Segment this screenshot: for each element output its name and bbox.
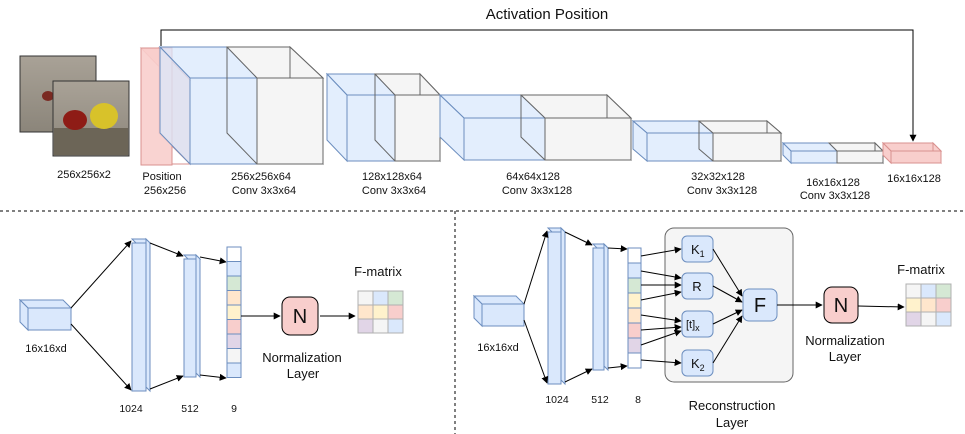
br-input-label: 16x16xd xyxy=(477,342,519,354)
bl-fc-1024 xyxy=(130,237,152,393)
activation-output xyxy=(881,141,943,165)
br-fc2-label: 512 xyxy=(591,394,609,406)
apple-icon xyxy=(42,91,54,101)
red-apple-icon xyxy=(63,110,87,130)
k1-label: K1 xyxy=(691,242,705,259)
block5-conv-label: Conv 3x3x128 xyxy=(800,190,870,202)
br-arrows xyxy=(523,230,905,384)
table-surface xyxy=(54,128,128,155)
br-fc1-label: 1024 xyxy=(545,394,569,406)
output-size-label: 16x16x128 xyxy=(887,173,941,185)
input-images xyxy=(19,55,130,157)
f-symbol: F xyxy=(754,295,766,317)
bl-norm-symbol: N xyxy=(293,306,307,328)
block2-size-label: 128x128x64 xyxy=(362,171,422,183)
block3-conv-label: Conv 3x3x128 xyxy=(502,185,572,197)
block5-size-label: 16x16x128 xyxy=(806,177,860,189)
bl-input-label: 16x16xd xyxy=(25,343,67,355)
br-fc-8 xyxy=(627,247,642,369)
activation-position-label: Activation Position xyxy=(486,6,609,23)
conv-block-4 xyxy=(631,119,783,163)
br-fmatrix xyxy=(905,283,952,327)
bl-fc1-label: 1024 xyxy=(119,403,143,415)
br-input-block xyxy=(472,294,526,328)
br-fc-512 xyxy=(591,242,610,372)
block2-conv-label: Conv 3x3x64 xyxy=(362,185,426,197)
bl-norm-layer-label: Layer xyxy=(287,366,320,381)
conv-block-2 xyxy=(325,72,442,163)
bl-normalization-node xyxy=(281,296,319,336)
position-label: Position xyxy=(142,171,181,183)
bl-arrows xyxy=(70,240,356,391)
block3-size-label: 64x64x128 xyxy=(506,171,560,183)
bl-input-block xyxy=(18,298,73,332)
br-fc3-label: 8 xyxy=(635,394,641,406)
bl-fc3-label: 9 xyxy=(231,403,237,415)
br-normalization-node xyxy=(823,286,859,324)
conv-block-1 xyxy=(158,45,325,166)
bl-fmatrix xyxy=(357,290,404,334)
bl-fmatrix-label: F-matrix xyxy=(354,264,402,279)
activation-position-arrow xyxy=(160,29,917,142)
br-fc-1024 xyxy=(546,226,567,386)
br-norm-layer-label: Layer xyxy=(829,349,862,364)
bl-fc-9 xyxy=(226,246,242,378)
recon-layer-label: Layer xyxy=(716,415,749,430)
t-label: [t]x xyxy=(686,319,700,333)
br-norm-symbol: N xyxy=(834,295,848,317)
br-norm-label: Normalization xyxy=(805,333,884,348)
input-size-label: 256x256x2 xyxy=(57,169,111,181)
yellow-apple-icon xyxy=(90,103,118,129)
conv-block-3 xyxy=(438,93,633,162)
block1-size-label: 256x256x64 xyxy=(231,171,291,183)
recon-label: Reconstruction xyxy=(689,398,776,413)
block4-conv-label: Conv 3x3x128 xyxy=(687,185,757,197)
r-label: R xyxy=(692,279,701,294)
bl-fc-512 xyxy=(182,253,202,379)
bl-norm-label: Normalization xyxy=(262,350,341,365)
block1-conv-label: Conv 3x3x64 xyxy=(232,185,296,197)
br-fmatrix-label: F-matrix xyxy=(897,262,945,277)
position-size-label: 256x256 xyxy=(144,185,186,197)
conv-block-5 xyxy=(781,141,885,165)
k2-label: K2 xyxy=(691,356,705,373)
block4-size-label: 32x32x128 xyxy=(691,171,745,183)
bl-fc2-label: 512 xyxy=(181,403,199,415)
